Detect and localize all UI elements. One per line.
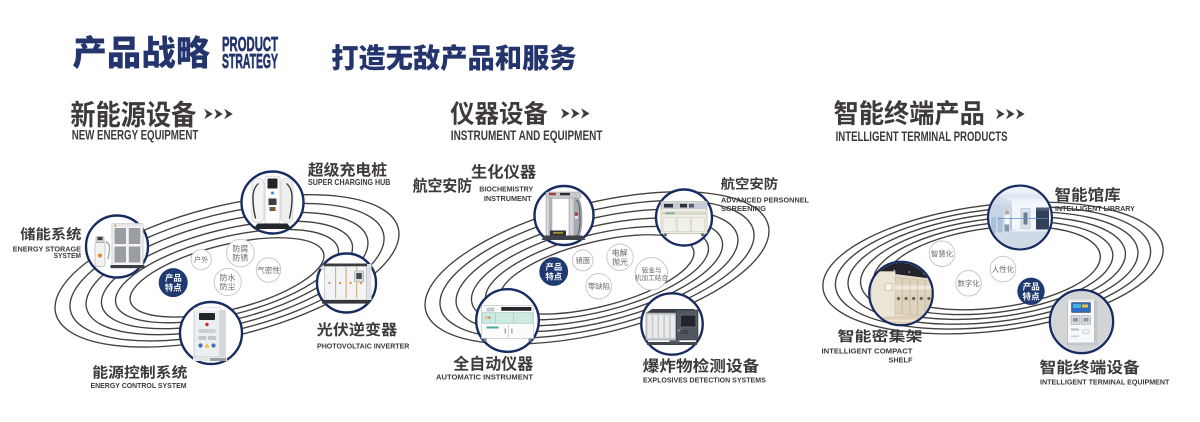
svg-text:SHELF: SHELF — [889, 356, 913, 365]
svg-text:BIOCHEMISTRY: BIOCHEMISTRY — [479, 185, 533, 194]
svg-text:SYSTEM: SYSTEM — [54, 251, 81, 260]
svg-text:ADVANCED PERSONNEL: ADVANCED PERSONNEL — [721, 196, 809, 205]
svg-text:INSTRUMENT AND EQUIPMENT: INSTRUMENT AND EQUIPMENT — [451, 128, 603, 143]
svg-text:STRATEGY: STRATEGY — [222, 50, 278, 73]
svg-text:EXPLOSIVES DETECTION SYSTEMS: EXPLOSIVES DETECTION SYSTEMS — [643, 376, 766, 385]
svg-text:INSTRUMENT: INSTRUMENT — [484, 194, 532, 203]
svg-text:INTELLIGENT LIBRARY: INTELLIGENT LIBRARY — [1055, 204, 1135, 213]
svg-text:SUPER CHARGING HUB: SUPER CHARGING HUB — [308, 178, 390, 187]
svg-text:PHOTOVOLTAIC INVERTER: PHOTOVOLTAIC INVERTER — [317, 342, 410, 351]
svg-text:SCREENING: SCREENING — [721, 204, 766, 213]
svg-text:INTELLIGENT TERMINAL PRODUCTS: INTELLIGENT TERMINAL PRODUCTS — [836, 129, 1008, 144]
svg-text:NEW ENERGY EQUIPMENT: NEW ENERGY EQUIPMENT — [72, 128, 199, 143]
svg-text:PRODUCT: PRODUCT — [222, 33, 278, 56]
svg-text:ENERGY STORAGE: ENERGY STORAGE — [13, 245, 81, 254]
svg-text:INTELLIGENT COMPACT: INTELLIGENT COMPACT — [822, 347, 913, 356]
svg-text:INTELLIGENT TERMINAL EQUIPMENT: INTELLIGENT TERMINAL EQUIPMENT — [1040, 378, 1170, 387]
svg-text:ENERGY CONTROL SYSTEM: ENERGY CONTROL SYSTEM — [91, 381, 187, 390]
svg-text:AUTOMATIC INSTRUMENT: AUTOMATIC INSTRUMENT — [436, 373, 533, 382]
